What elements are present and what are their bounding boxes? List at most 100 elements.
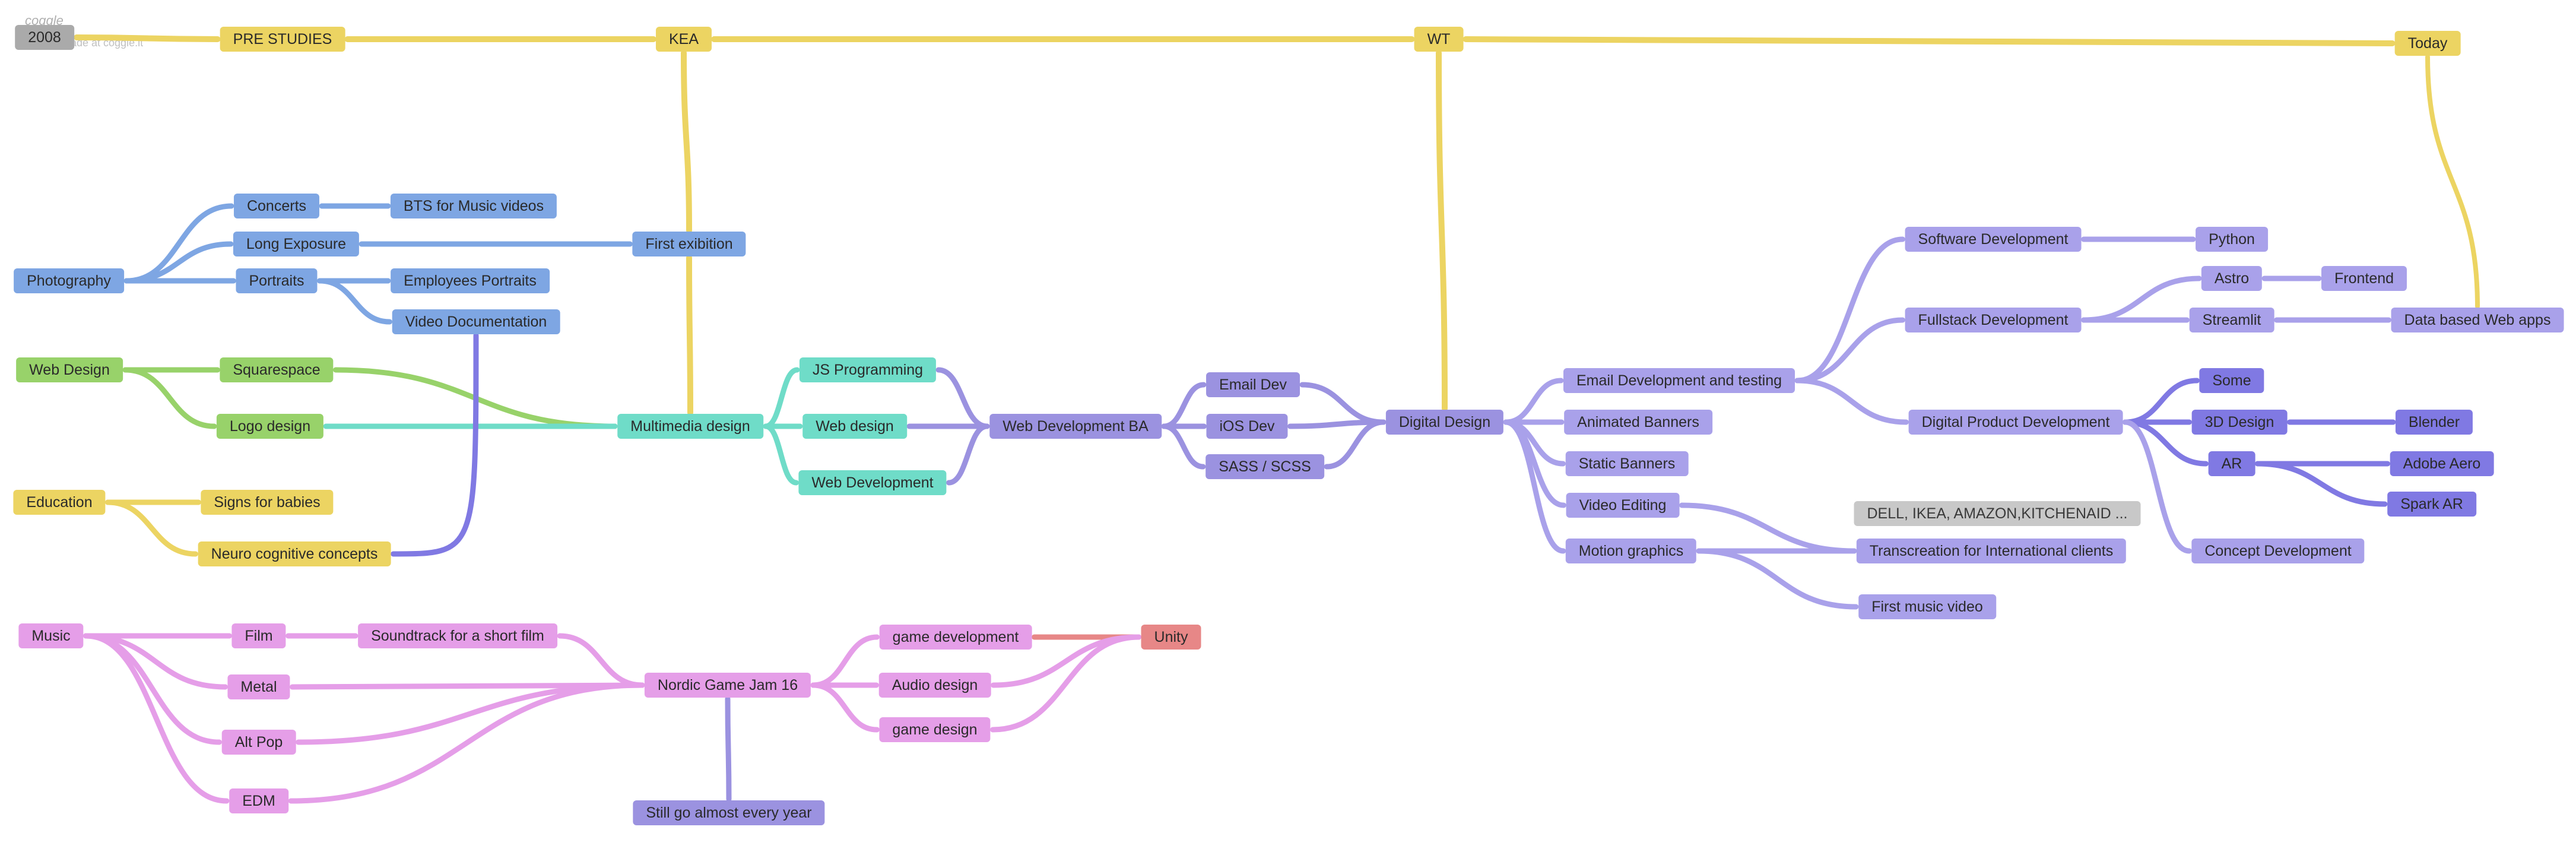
node-web-development[interactable]: Web Development [798, 470, 947, 495]
connector-music-edm [83, 633, 230, 804]
connector-metal-nordic [290, 682, 645, 690]
connector-education-neuro [105, 499, 198, 557]
node-frontend[interactable]: Frontend [2321, 266, 2407, 291]
node-kea[interactable]: KEA [655, 27, 712, 52]
node-portraits[interactable]: Portraits [236, 268, 318, 293]
node-alt-pop[interactable]: Alt Pop [221, 730, 296, 755]
connector-emaildevtest-fullstack [1794, 317, 1905, 384]
node-2008[interactable]: 2008 [15, 25, 74, 50]
connector-nordic-gamedev [810, 634, 880, 688]
node-photography[interactable]: Photography [14, 268, 124, 293]
node-nordic-game-jam[interactable]: Nordic Game Jam 16 [644, 673, 811, 698]
node-web-development-ba[interactable]: Web Development BA [989, 414, 1162, 439]
node-concept-development[interactable]: Concept Development [2191, 539, 2365, 563]
connector-motiongraphics-firstmusicvideo [1696, 548, 1859, 610]
connector-photography-longexp [123, 241, 234, 284]
node-squarespace[interactable]: Squarespace [220, 357, 334, 382]
connector-jsprog-wdba [935, 367, 990, 429]
node-email-dev[interactable]: Email Dev [1206, 372, 1300, 397]
connector-photography-concerts [123, 203, 234, 284]
connector-music-altpop [83, 633, 222, 745]
node-digital-product-development[interactable]: Digital Product Development [1908, 410, 2123, 435]
connector-neuro-videodoc [391, 332, 479, 557]
connector-digitaldesign-videoediting [1503, 419, 1566, 508]
node-js-programming[interactable]: JS Programming [799, 357, 937, 382]
connector-emaildev-digitaldesign [1299, 382, 1387, 425]
node-multimedia-design[interactable]: Multimedia design [617, 414, 763, 439]
connector-videoediting-transcreation [1679, 502, 1857, 554]
node-video-documentation[interactable]: Video Documentation [392, 309, 560, 334]
connector-portraits-videodoc [317, 278, 392, 325]
node-transcreation[interactable]: Transcreation for International clients [1856, 539, 2127, 563]
node-email-development-testing[interactable]: Email Development and testing [1563, 368, 1795, 393]
node-game-development[interactable]: game development [879, 625, 1032, 650]
connector-nordic-stillgo [725, 696, 732, 802]
node-python[interactable]: Python [2196, 227, 2268, 252]
node-streamlit[interactable]: Streamlit [2189, 308, 2274, 332]
node-education[interactable]: Education [13, 490, 106, 515]
node-neuro-cognitive-concepts[interactable]: Neuro cognitive concepts [198, 541, 391, 566]
node-ios-dev[interactable]: iOS Dev [1206, 414, 1288, 439]
connector-digitaldesign-staticbanners [1503, 419, 1566, 467]
node-first-music-video[interactable]: First music video [1858, 594, 1996, 619]
connector-wdba-sass [1161, 423, 1206, 470]
connector-wdba-emaildev [1161, 382, 1207, 429]
node-still-go[interactable]: Still go almost every year [633, 800, 825, 825]
node-animated-banners[interactable]: Animated Banners [1564, 410, 1712, 435]
node-game-design[interactable]: game design [879, 717, 991, 742]
node-today[interactable]: Today [2394, 31, 2461, 56]
node-video-editing[interactable]: Video Editing [1566, 493, 1680, 518]
connector-squarespace-multimedia [333, 367, 618, 429]
node-bts-music-videos[interactable]: BTS for Music videos [390, 194, 557, 218]
connector-music-metal [83, 633, 228, 690]
node-blender[interactable]: Blender [2395, 410, 2473, 435]
node-long-exposure[interactable]: Long Exposure [233, 232, 360, 256]
node-logo-design[interactable]: Logo design [216, 414, 324, 439]
connector-unity-gamedesign [990, 634, 1141, 733]
connector-ar-sparkar [2255, 461, 2388, 507]
node-first-exhibition[interactable]: First exibition [632, 232, 746, 256]
node-spark-ar[interactable]: Spark AR [2387, 492, 2476, 517]
node-motion-graphics[interactable]: Motion graphics [1565, 539, 1697, 563]
node-pre-studies[interactable]: PRE STUDIES [220, 27, 345, 52]
node-sass-scss[interactable]: SASS / SCSS [1205, 454, 1324, 479]
node-unity[interactable]: Unity [1141, 625, 1201, 650]
connector-iosdev-digitaldesign [1287, 419, 1387, 429]
node-edm[interactable]: EDM [229, 788, 288, 813]
node-signs-for-babies[interactable]: Signs for babies [201, 490, 334, 515]
node-data-based-web-apps[interactable]: Data based Web apps [2391, 308, 2564, 332]
node-music[interactable]: Music [18, 623, 84, 648]
node-ar[interactable]: AR [2208, 451, 2255, 476]
node-concerts[interactable]: Concerts [233, 194, 320, 218]
node-wt[interactable]: WT [1414, 27, 1464, 52]
node-3d-design[interactable]: 3D Design [2191, 410, 2288, 435]
node-web-design-2[interactable]: Web design [802, 414, 907, 439]
connector-webdesignL-logodesign [122, 367, 217, 429]
node-audio-design[interactable]: Audio design [878, 673, 991, 698]
connector-digitaldesign-motiongraphics [1503, 419, 1566, 554]
node-soundtrack[interactable]: Soundtrack for a short film [358, 623, 557, 648]
connector-edm-nordic [288, 682, 645, 804]
node-fullstack-development[interactable]: Fullstack Development [1905, 308, 2082, 332]
node-metal[interactable]: Metal [227, 674, 290, 699]
connector-digitalproduct-concept [2123, 419, 2192, 554]
node-clients-list[interactable]: DELL, IKEA, AMAZON,KITCHENAID ... [1854, 501, 2141, 526]
connector-digitaldesign-emaildevtest [1503, 378, 1564, 425]
node-astro[interactable]: Astro [2201, 266, 2263, 291]
connector-multimedia-jsprog [763, 367, 800, 429]
node-employees-portraits[interactable]: Employees Portraits [391, 268, 550, 293]
node-web-design-left[interactable]: Web Design [16, 357, 123, 382]
node-software-development[interactable]: Software Development [1905, 227, 2082, 252]
node-adobe-aero[interactable]: Adobe Aero [2390, 451, 2494, 476]
connector-emaildevtest-digitalproduct [1794, 378, 1909, 425]
connector-soundtrack-nordic [557, 633, 645, 688]
node-some[interactable]: Some [2199, 368, 2264, 393]
connector-altpop-nordic [296, 682, 645, 745]
node-static-banners[interactable]: Static Banners [1565, 451, 1689, 476]
connector-firstexh-multimedia [686, 255, 693, 416]
node-digital-design[interactable]: Digital Design [1385, 410, 1504, 435]
node-film[interactable]: Film [231, 623, 286, 648]
connector-kea-firstexh [681, 50, 692, 233]
